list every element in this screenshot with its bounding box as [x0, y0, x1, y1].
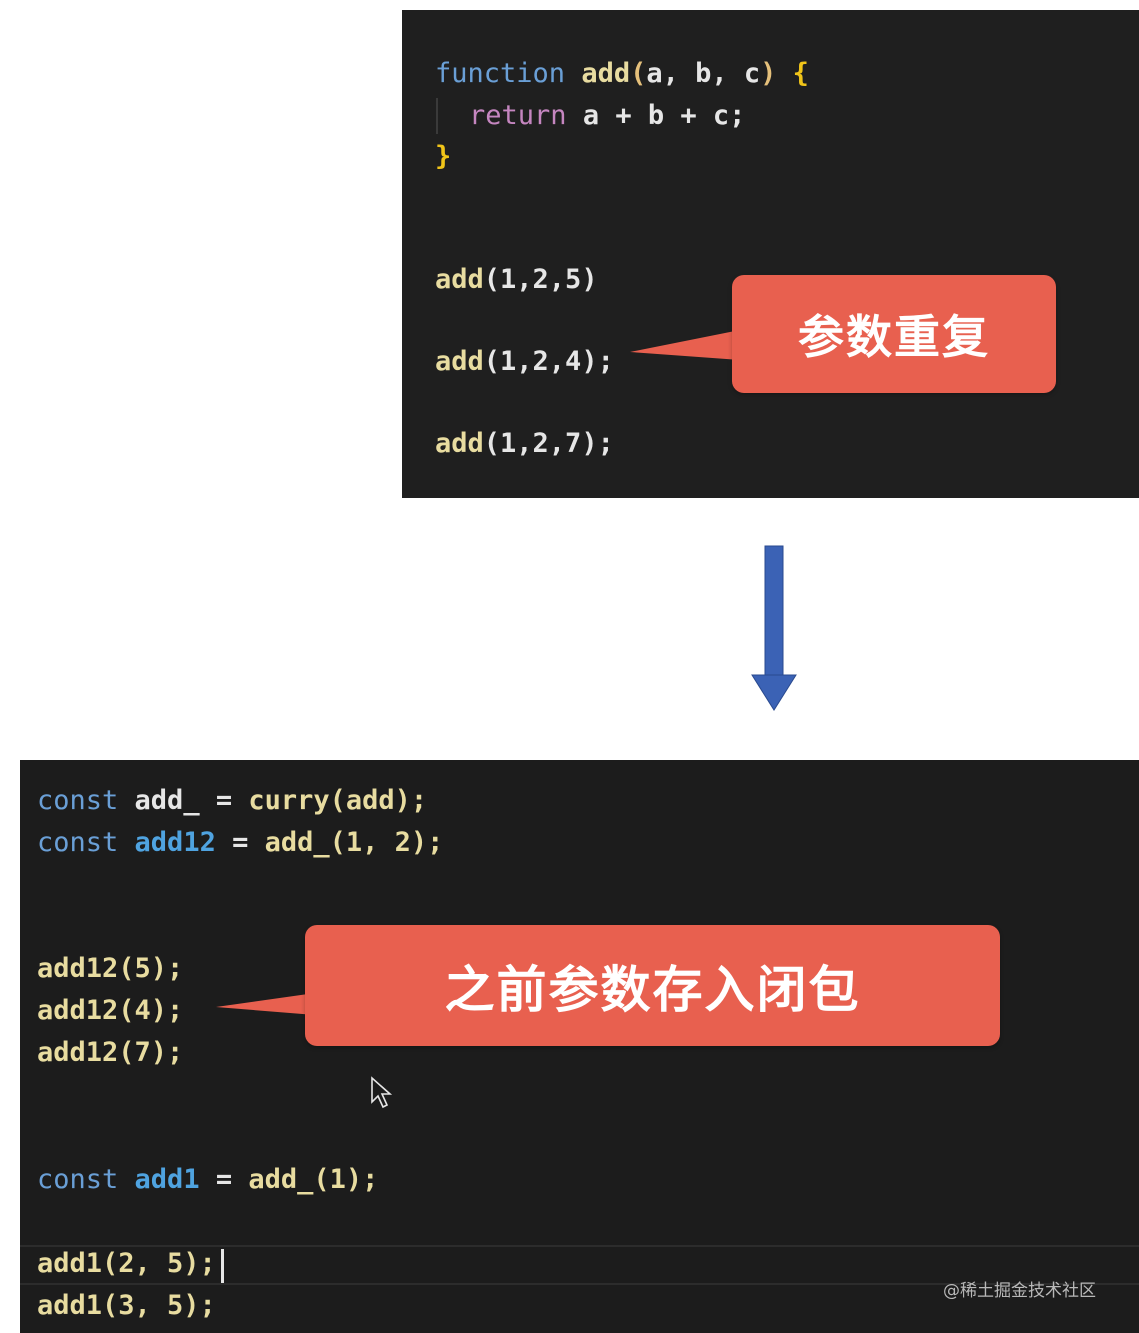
code-line-call-1: add(1,2,5)	[435, 263, 598, 297]
call-expr: add_(1);	[248, 1164, 379, 1195]
watermark: @稀土掘金技术社区	[943, 1281, 1096, 1301]
code-line-add12-5: add12(5);	[37, 953, 184, 984]
assign: =	[215, 827, 265, 858]
assign: =	[199, 785, 249, 816]
code-line-add1-2-5: add1(2, 5);	[37, 1248, 216, 1279]
call-args: (1,2,4);	[483, 346, 614, 377]
call-expr: add_(1, 2);	[264, 827, 444, 858]
indent-guide	[436, 98, 438, 134]
code-line-call-3: add(1,2,7);	[435, 427, 614, 461]
var-name: add_	[134, 785, 200, 816]
brace-open: {	[776, 58, 809, 89]
callout-pointer-bottom	[216, 993, 315, 1015]
current-line-border-top	[20, 1245, 1139, 1247]
var-name: add1	[134, 1164, 200, 1195]
var-name: add12	[134, 827, 216, 858]
return-expression: a + b + c;	[582, 100, 746, 131]
code-line-call-2: add(1,2,4);	[435, 345, 614, 379]
down-arrow-icon	[751, 545, 797, 711]
bottom-code-panel	[20, 760, 1139, 1333]
function-name: add	[581, 58, 631, 89]
call-expr: curry(add);	[248, 785, 428, 816]
callout-params-in-closure: 之前参数存入闭包	[305, 925, 1000, 1046]
call-fn: add	[435, 264, 484, 295]
brace-close: }	[435, 141, 452, 172]
keyword-const: const	[37, 827, 119, 858]
callout-repeated-params: 参数重复	[732, 275, 1056, 393]
code-line-add12-7: add12(7);	[37, 1037, 184, 1068]
keyword-const: const	[37, 1164, 119, 1195]
current-line-border-bottom	[20, 1283, 1139, 1285]
code-line-const-add_: const add_ = curry(add);	[37, 784, 427, 818]
code-line-return: return a + b + c;	[469, 99, 745, 133]
mouse-cursor-icon	[371, 1076, 393, 1109]
code-line-const-add12: const add12 = add_(1, 2);	[37, 826, 443, 860]
code-line-add1-3-5: add1(3, 5);	[37, 1290, 216, 1321]
call-fn: add	[435, 428, 484, 459]
code-line-add12-4: add12(4);	[37, 995, 184, 1026]
keyword-const: const	[37, 785, 119, 816]
callout-pointer-top	[630, 330, 740, 360]
keyword-return: return	[469, 100, 567, 131]
text-caret	[221, 1249, 224, 1283]
params: a, b, c	[646, 58, 761, 89]
paren-open: (	[630, 58, 647, 89]
code-line-function-signature: function add(a, b, c) {	[435, 57, 809, 91]
assign: =	[199, 1164, 249, 1195]
call-fn: add	[435, 346, 484, 377]
code-line-close-brace: }	[435, 140, 451, 174]
code-line-const-add1: const add1 = add_(1);	[37, 1163, 378, 1197]
keyword-function: function	[435, 58, 566, 89]
call-args: (1,2,5)	[483, 264, 598, 295]
top-code-panel	[402, 10, 1139, 498]
paren-close: )	[760, 58, 777, 89]
call-args: (1,2,7);	[483, 428, 614, 459]
